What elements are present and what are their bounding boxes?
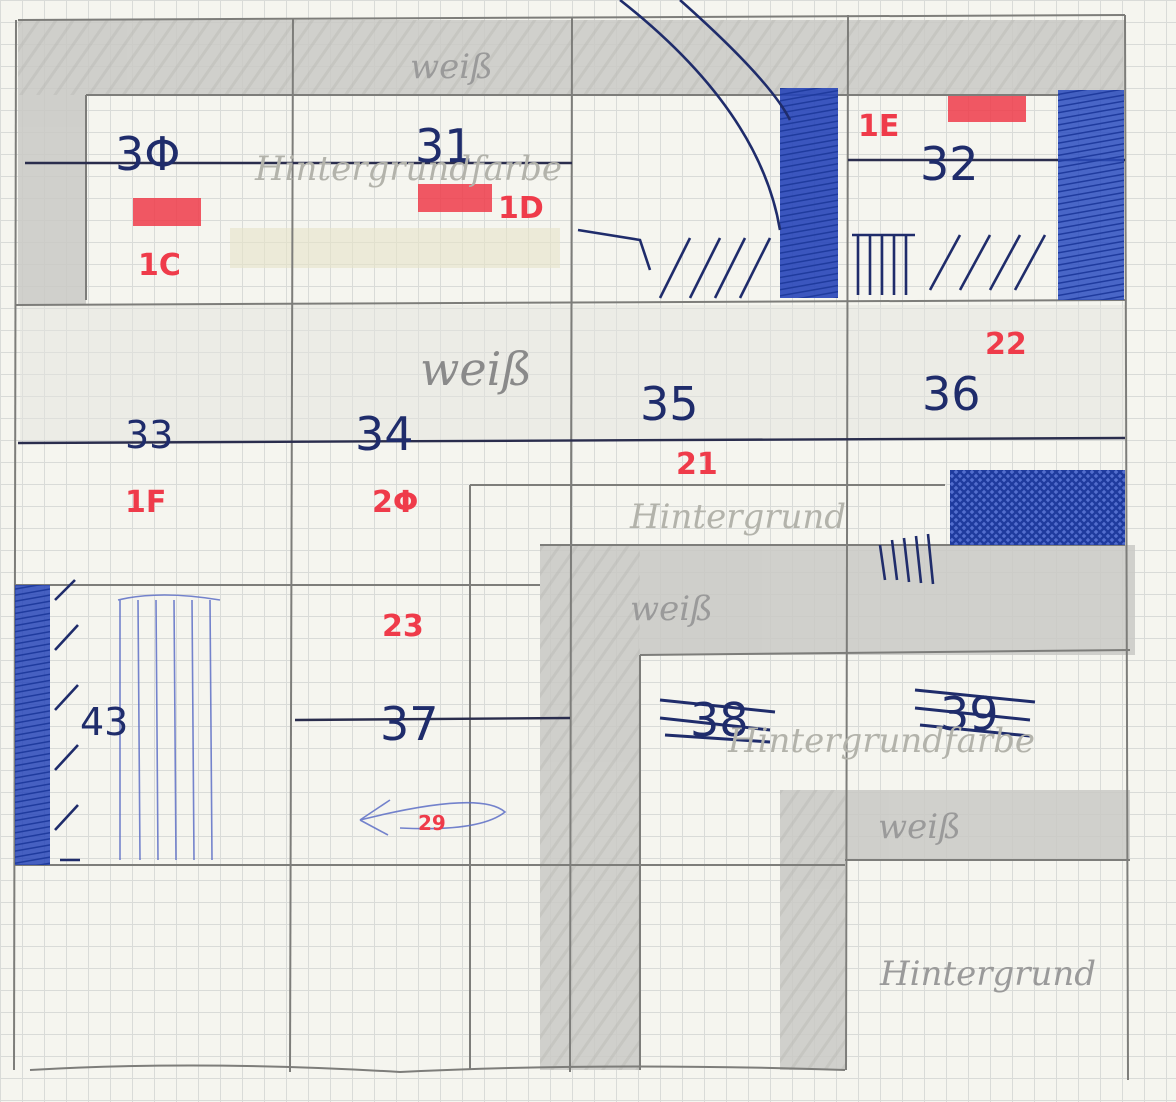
red-label-20: 2Φ [372,485,418,520]
word-weiss-top: weiß [410,47,493,87]
word-hintergrund-bottom: Hintergrund [879,954,1096,994]
red-label-1e: 1E [858,109,899,144]
light-blue-strokes [118,595,505,860]
red-label-1d: 1D [498,191,544,226]
label-37: 37 [380,697,439,751]
label-30: 3Φ [115,127,180,181]
label-43: 43 [80,700,128,744]
word-hintergrundfarbe-lower: Hintergrundfarbe [727,721,1035,761]
red-label-23: 23 [382,609,424,644]
red-label-21: 21 [676,447,718,482]
yellow-tint [230,228,560,268]
label-35: 35 [640,377,699,431]
label-32: 32 [920,137,979,191]
red-label-29: 29 [418,811,446,835]
word-weiss-bottom: weiß [878,807,961,847]
label-34: 34 [355,407,414,461]
word-weiss-mid: weiß [420,342,532,396]
word-hintergrundfarbe-top: Hintergrundfarbe [254,149,562,189]
word-weiss-lower: weiß [630,589,713,629]
label-33: 33 [125,413,173,457]
red-label-22: 22 [985,327,1027,362]
word-hintergrund-mid: Hintergrund [629,497,846,537]
red-label-1c: 1C [138,248,181,283]
label-36: 36 [922,367,981,421]
red-label-1f: 1F [125,485,166,520]
